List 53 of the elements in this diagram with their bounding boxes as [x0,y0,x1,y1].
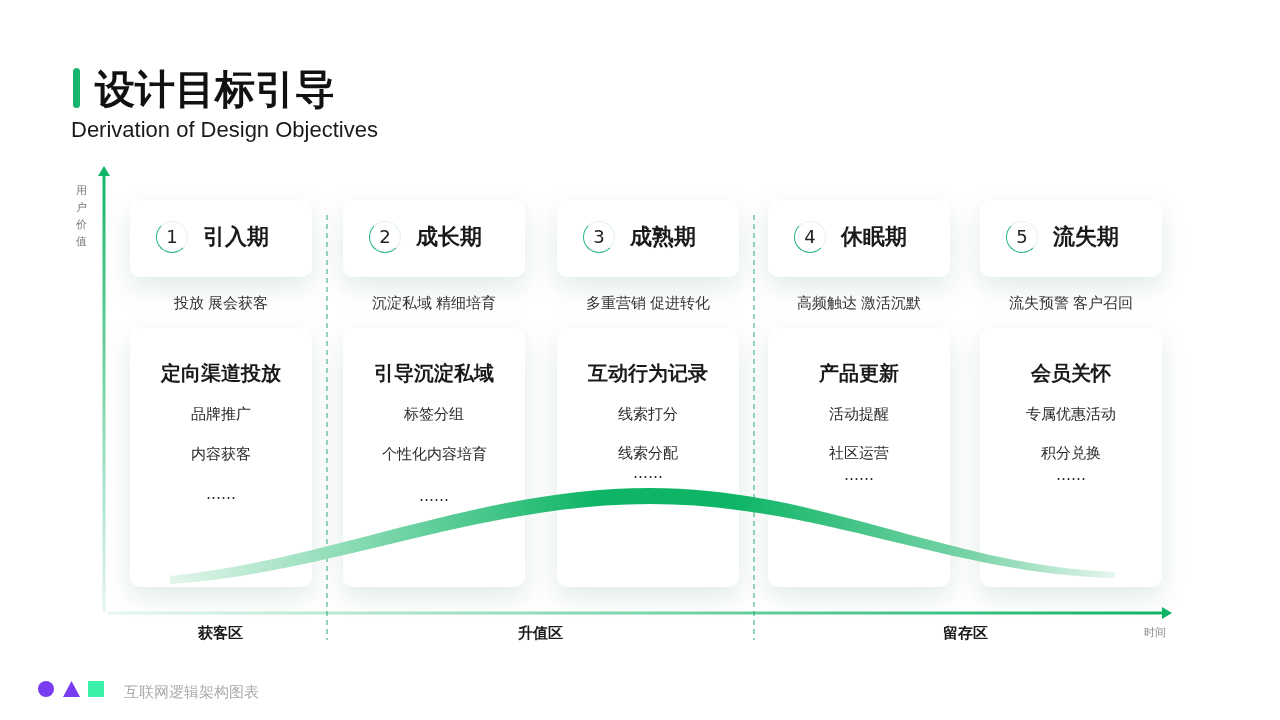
content-item: 标签分组 [404,404,464,424]
step-number: 2 [369,221,401,253]
footer-text: 互联网逻辑架构图表 [124,682,259,702]
stage-tagline: 高频触达 激活沉默 [796,293,922,313]
content-card [130,328,312,587]
content-item: 个性化内容培育 [381,444,487,464]
content-heading: 会员关怀 [1031,360,1111,387]
content-item: …… [206,484,236,504]
stage-card [557,200,739,277]
step-number: 4 [794,221,826,253]
stage-card [768,200,950,277]
content-heading: 互动行为记录 [588,360,708,387]
content-item: 活动提醒 [829,404,889,424]
zone-label: 升值区 [517,623,563,643]
axis-label: 时间 [1144,626,1166,640]
stage-card [130,200,312,277]
axis-label: 用户价值 [75,183,87,250]
content-card [980,328,1162,587]
page-subtitle: Derivation of Design Objectives [71,116,378,144]
content-item: 内容获客 [191,444,251,464]
content-item: …… [633,463,663,483]
content-item: 积分兑换 [1041,443,1101,463]
stage-tagline: 流失预警 客户召回 [1008,293,1134,313]
content-heading: 引导沉淀私域 [374,360,494,387]
stage-card [343,200,525,277]
content-card [343,328,525,587]
content-item: 社区运营 [829,443,889,463]
zone-label: 获客区 [197,623,243,643]
content-item: …… [419,486,449,506]
stage-name: 引入期 [203,223,269,251]
zone-label: 留存区 [942,623,988,643]
stage-name: 成熟期 [630,223,696,251]
stage-name: 流失期 [1053,223,1119,251]
stage-tagline: 投放 展会获客 [173,293,269,313]
content-heading: 产品更新 [819,360,899,387]
content-card [557,328,739,587]
content-item: …… [1056,465,1086,485]
step-number: 5 [1006,221,1038,253]
stage-tagline: 多重营销 促进转化 [585,293,711,313]
content-item: 线索分配 [618,443,678,463]
content-item: 线索打分 [618,404,678,424]
stage-tagline: 沉淀私域 精细培育 [371,293,497,313]
content-item: 品牌推广 [191,404,251,424]
stage-name: 休眠期 [841,223,907,251]
step-number: 1 [156,221,188,253]
stage-name: 成长期 [416,223,482,251]
step-number: 3 [583,221,615,253]
content-card [768,328,950,587]
content-item: …… [844,465,874,485]
content-heading: 定向渠道投放 [161,360,281,387]
page-title: 设计目标引导 [95,65,335,114]
content-item: 专属优惠活动 [1026,404,1116,424]
stage-card [980,200,1162,277]
